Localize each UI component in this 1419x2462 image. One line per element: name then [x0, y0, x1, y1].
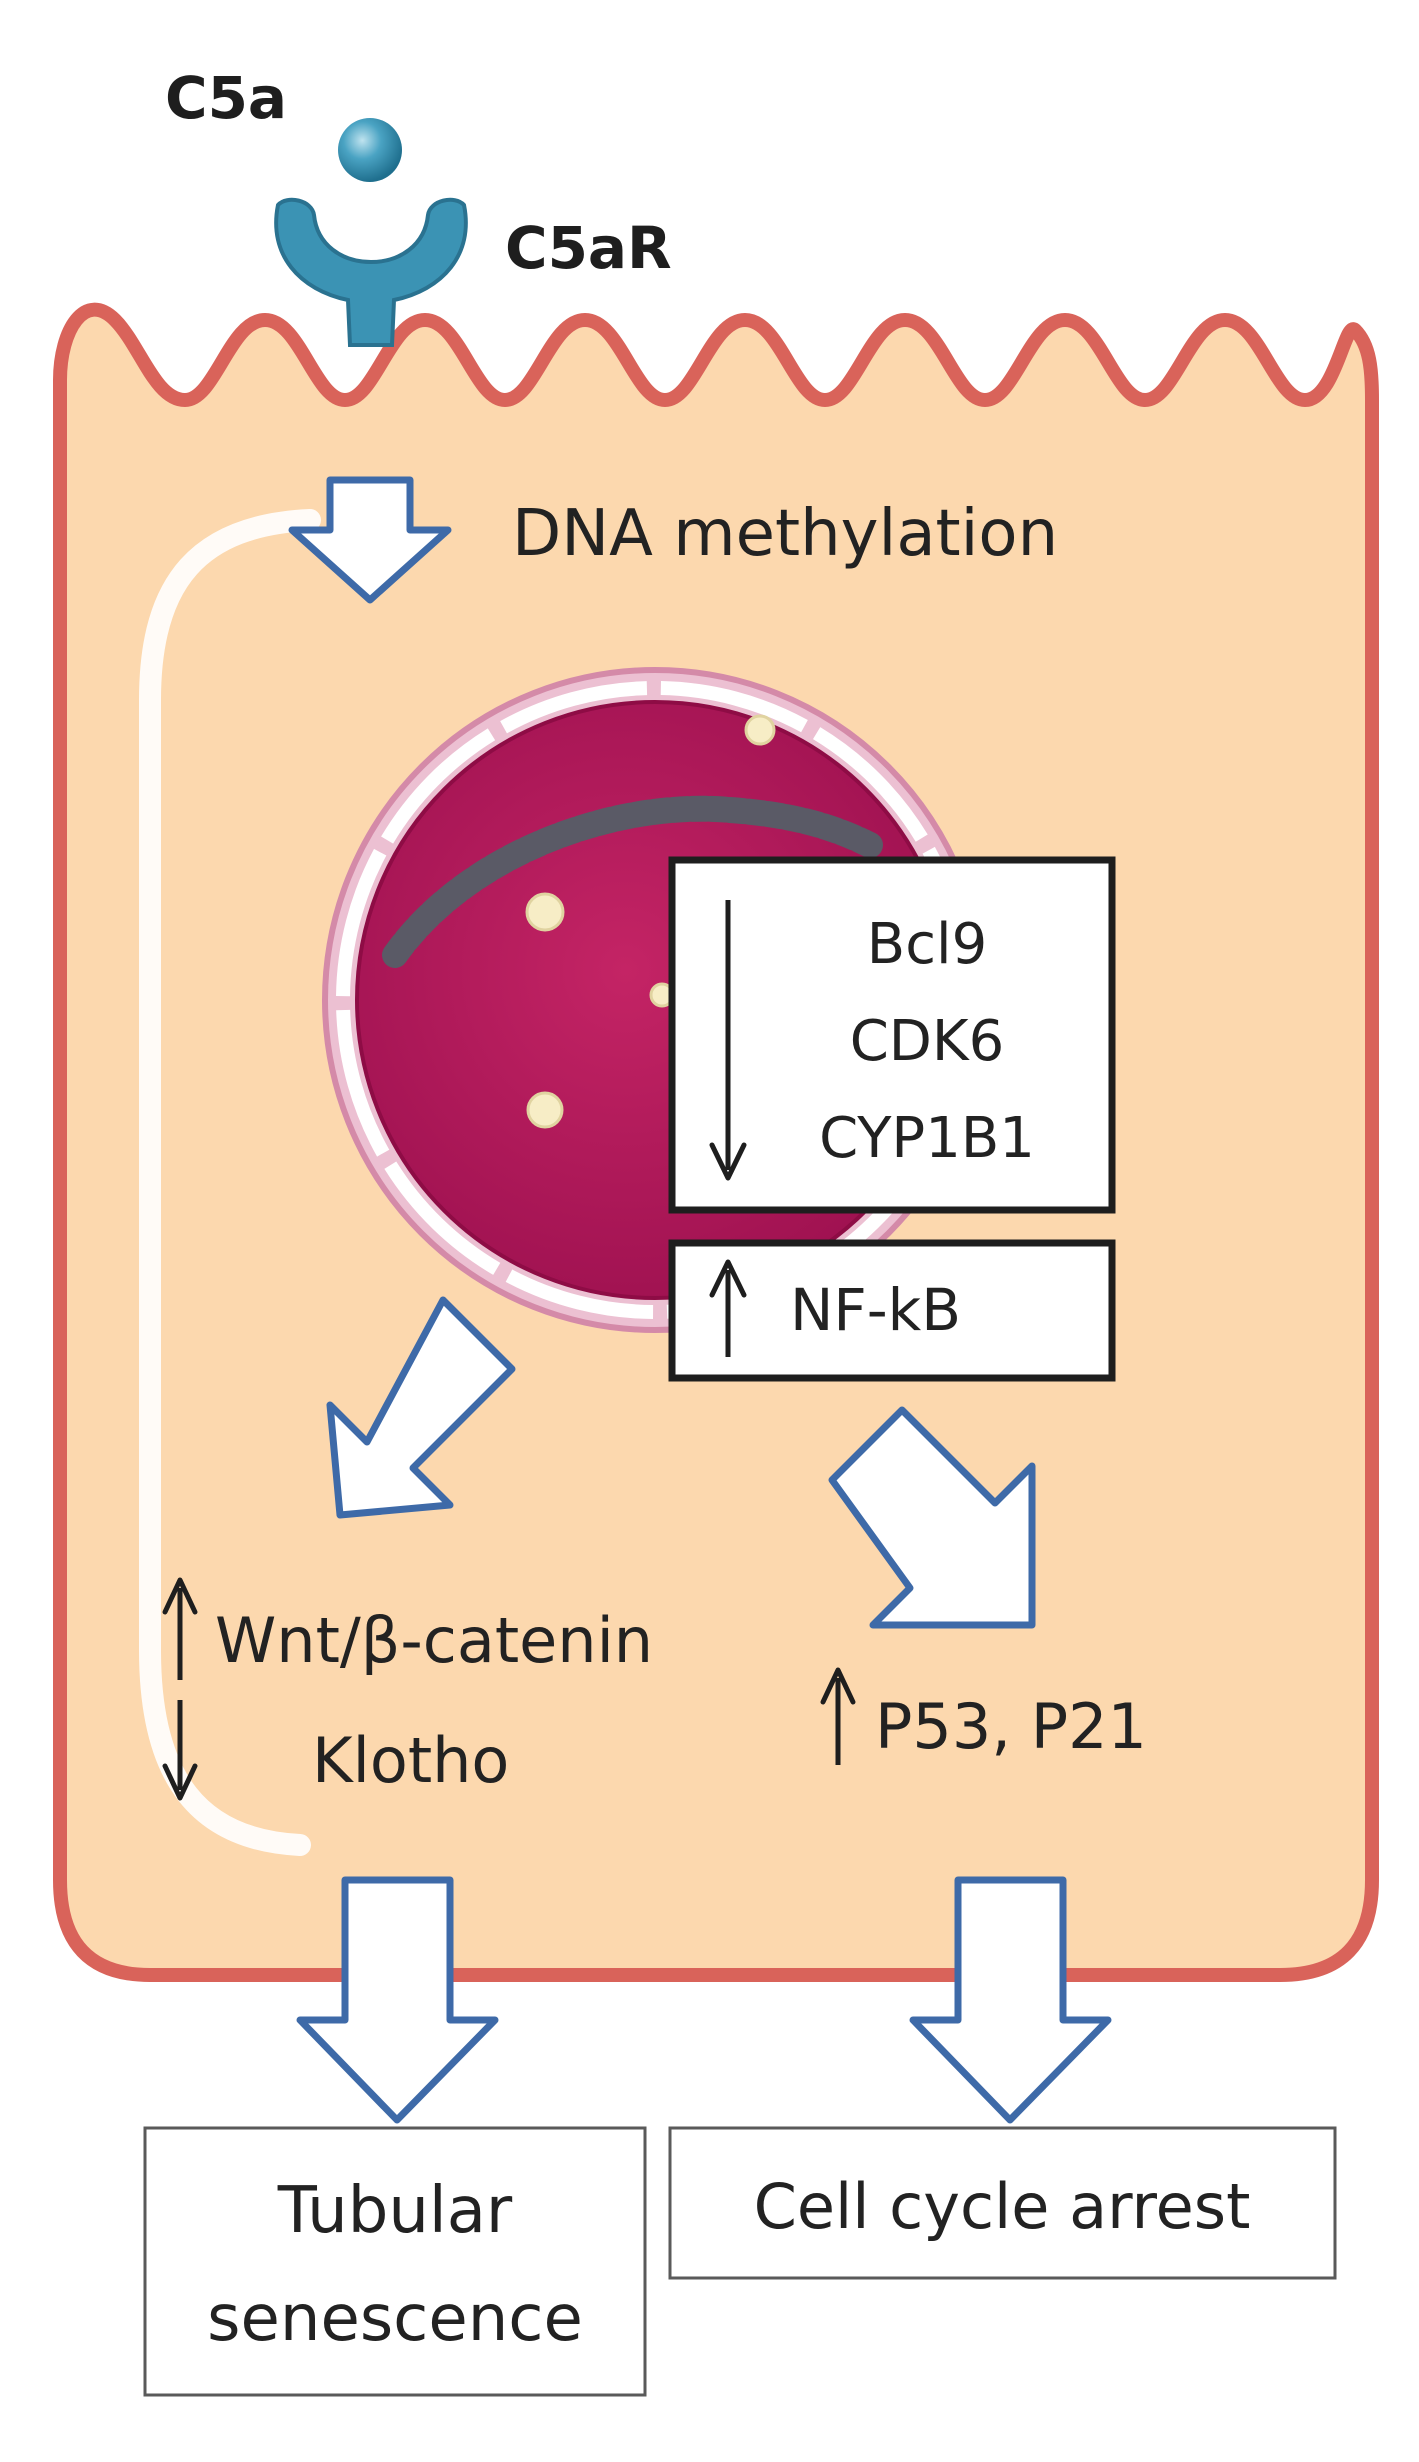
c5a-ligand-icon — [338, 118, 402, 182]
chromatin-strand — [382, 795, 883, 968]
tubular-senescence-box — [143, 2126, 647, 2397]
gene-bcl9: Bcl9 — [867, 912, 987, 977]
c5ar-receptor-icon — [274, 197, 468, 347]
gene-cyp1b1: CYP1B1 — [819, 1106, 1035, 1171]
right-bottom-arrow-icon — [909, 1876, 1112, 2124]
methylation-arrow-icon — [288, 476, 452, 604]
down-genes-box — [668, 856, 1116, 1214]
cytoplasm-highlight — [139, 509, 321, 1856]
wnt-beta-catenin-label: Wnt/β-catenin — [215, 1604, 653, 1677]
up-gene-box — [668, 1239, 1116, 1382]
p53-p21-label: P53, P21 — [875, 1690, 1147, 1763]
gene-cdk6: CDK6 — [850, 1009, 1005, 1074]
down-arrow-icon — [709, 900, 747, 1181]
klotho-down-arrow-icon — [162, 1700, 198, 1801]
dna-methylation-label: DNA methylation — [512, 497, 1058, 571]
left-bottom-arrow-icon — [296, 1876, 499, 2124]
right-diagonal-arrow-icon — [828, 1406, 1036, 1629]
gene-nfkb: NF-kB — [790, 1276, 961, 1344]
c5a-label: C5a — [165, 64, 287, 132]
up-arrow-icon — [709, 1259, 747, 1357]
left-diagonal-arrow-icon — [326, 1296, 516, 1519]
p53-up-arrow-icon — [820, 1667, 856, 1765]
tubular-senescence-label-line1: Tubular — [277, 2174, 513, 2248]
cell-cycle-arrest-label: Cell cycle arrest — [754, 2170, 1251, 2243]
cell-cycle-arrest-box — [668, 2126, 1337, 2280]
c5ar-label: C5aR — [505, 214, 672, 282]
klotho-label: Klotho — [312, 1724, 509, 1797]
tubular-senescence-label-line2: senescence — [207, 2282, 583, 2356]
wnt-up-arrow-icon — [162, 1577, 198, 1680]
